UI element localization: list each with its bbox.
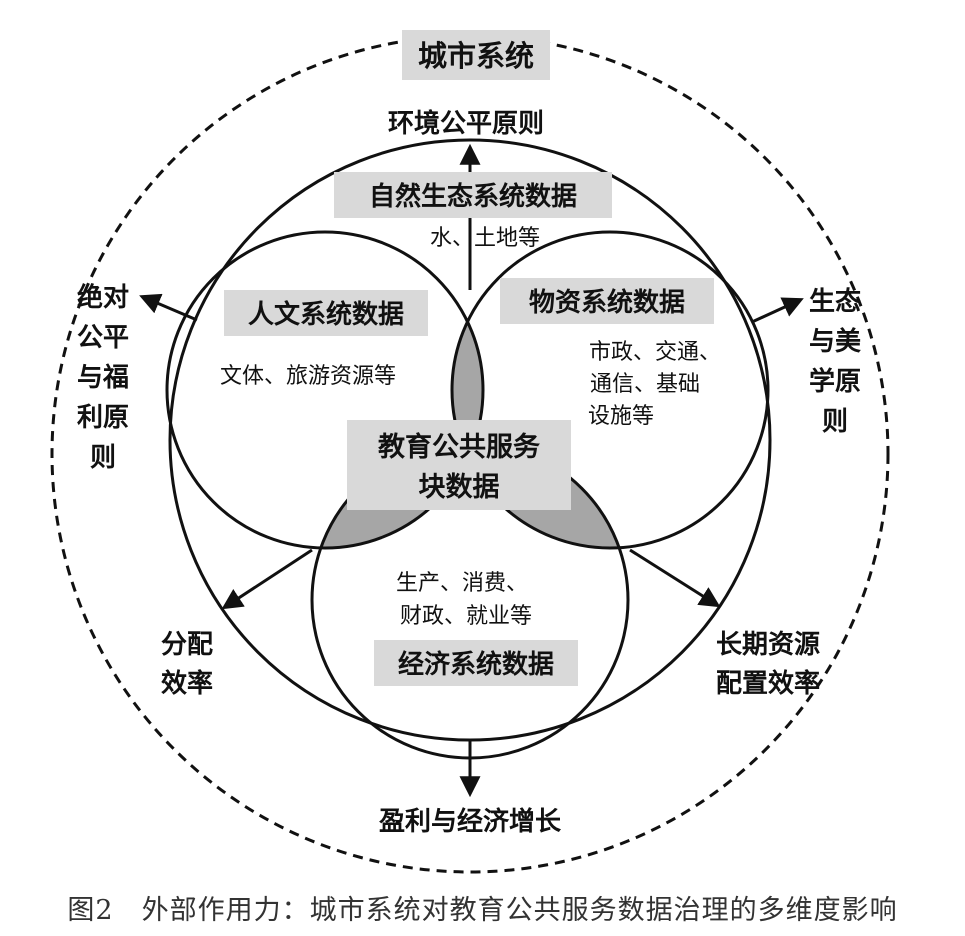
svg-text:与福: 与福 [77,363,129,393]
top-principle-label: 环境公平原则 [388,108,544,139]
svg-text:则: 则 [90,443,116,473]
svg-text:生态: 生态 [809,286,861,317]
left-principle-label: 绝对 公平 与福 利原 则 [77,282,129,473]
svg-text:绝对: 绝对 [77,282,129,313]
svg-text:通信、基础: 通信、基础 [590,372,700,397]
svg-text:利原: 利原 [77,403,129,433]
svg-text:则: 则 [822,407,848,437]
arrow-bottom-right [629,548,721,608]
svg-text:市政、交通、: 市政、交通、 [589,340,721,365]
svg-text:教育公共服务: 教育公共服务 [378,431,540,463]
svg-text:学原: 学原 [809,366,861,397]
svg-text:与美: 与美 [809,326,861,357]
svg-text:财政、就业等: 财政、就业等 [400,604,532,629]
svg-text:长期资源: 长期资源 [716,630,820,660]
bottom-left-principle-label: 分配 效率 [161,630,213,699]
svg-text:设施等: 设施等 [588,404,654,429]
figure-caption: 图2 外部作用力：城市系统对教育公共服务数据治理的多维度影响 [67,895,898,926]
humanities-system-circle [165,230,485,550]
overlap-regions [312,232,628,548]
svg-text:生产、消费、: 生产、消费、 [396,571,528,596]
influence-diagram: 城市系统 环境公平原则 盈利与经济增长 绝对 公平 与福 利原 则 生态 与美 … [50,30,890,874]
material-system-title: 物资系统数据 [529,287,685,318]
arrow-bottom-left [221,548,313,610]
label-backgrounds [224,30,714,686]
svg-text:配置效率: 配置效率 [716,668,820,699]
material-system-desc: 市政、交通、 通信、基础 设施等 [588,340,721,429]
city-system-boundary [50,34,890,874]
economic-system-title: 经济系统数据 [398,649,554,680]
material-system-circle [450,230,770,550]
humanities-system-desc: 文体、旅游资源等 [220,364,396,389]
bottom-right-principle-label: 长期资源 配置效率 [716,630,820,699]
arrow-right [751,297,804,324]
svg-text:公平: 公平 [77,323,129,353]
center-title: 教育公共服务 块数据 [378,431,540,503]
natural-system-desc: 水、土地等 [430,226,540,251]
svg-text:效率: 效率 [161,668,213,699]
right-principle-label: 生态 与美 学原 则 [809,286,861,437]
natural-system-title: 自然生态系统数据 [369,181,577,212]
arrow-left [139,293,198,322]
humanities-system-title: 人文系统数据 [248,299,404,330]
economic-system-desc: 生产、消费、 财政、就业等 [396,571,532,629]
svg-text:分配: 分配 [161,630,213,660]
svg-text:块数据: 块数据 [419,472,500,503]
arrows [139,143,804,798]
bottom-principle-label: 盈利与经济增长 [378,806,562,837]
city-system-title: 城市系统 [418,39,534,73]
